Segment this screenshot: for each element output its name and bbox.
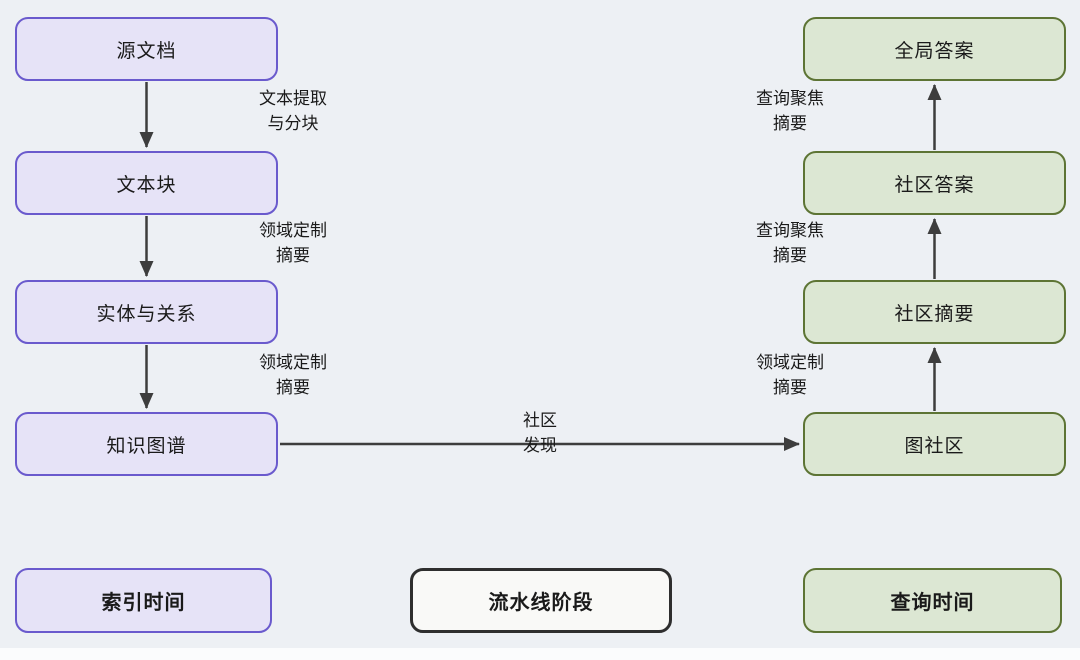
edge-label-text-extraction-chunking: 文本提取 与分块	[259, 89, 327, 133]
edge-label-domain-tailored-summary-1: 领域定制 摘要	[259, 221, 327, 265]
node-entities-relations: 实体与关系	[15, 280, 278, 344]
node-community-answers: 社区答案	[803, 151, 1066, 215]
legend-pipeline-stage: 流水线阶段	[410, 568, 672, 633]
node-knowledge-graph: 知识图谱	[15, 412, 278, 476]
node-graph-communities: 图社区	[803, 412, 1066, 476]
node-source-documents: 源文档	[15, 17, 278, 81]
node-global-answer: 全局答案	[803, 17, 1066, 81]
legend-query-time: 查询时间	[803, 568, 1062, 633]
edge-label-query-focused-summary-1: 查询聚焦 摘要	[756, 89, 824, 133]
legend-index-time: 索引时间	[15, 568, 272, 633]
node-community-summaries: 社区摘要	[803, 280, 1066, 344]
edge-label-community-detection: 社区 发现	[523, 411, 557, 455]
edge-label-domain-tailored-summary-2: 领域定制 摘要	[259, 353, 327, 397]
node-text-chunks: 文本块	[15, 151, 278, 215]
bottom-margin-strip	[0, 648, 1080, 660]
edge-label-domain-tailored-summary-3: 领域定制 摘要	[756, 353, 824, 397]
edge-label-query-focused-summary-2: 查询聚焦 摘要	[756, 221, 824, 265]
